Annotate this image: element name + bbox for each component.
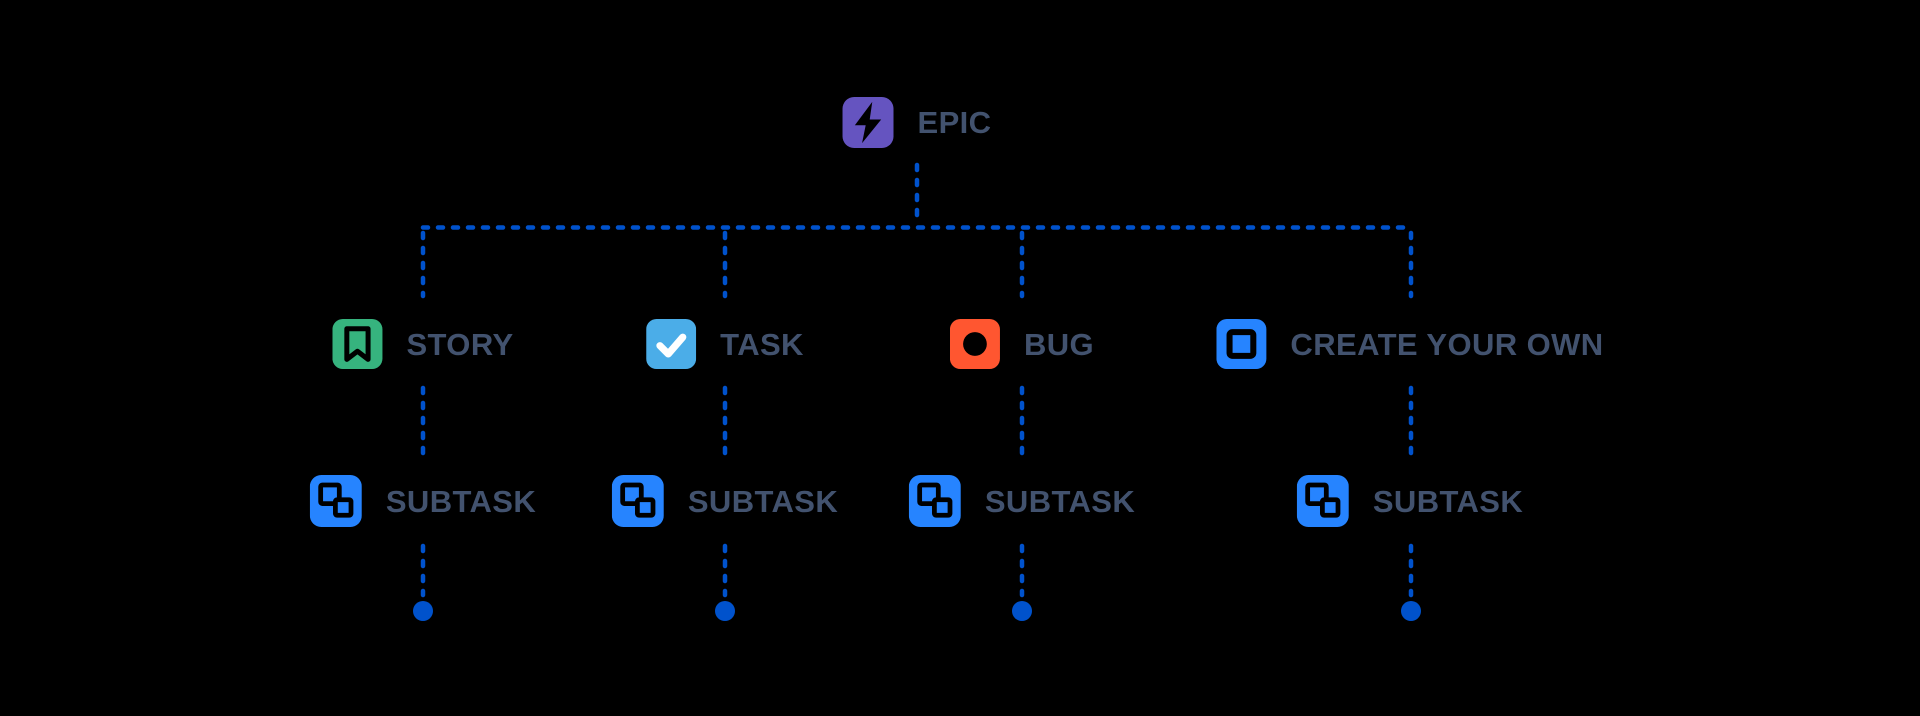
node-task: TASK	[646, 319, 804, 369]
subtask-icon	[1296, 475, 1349, 527]
node-subtask-create-your-own: SUBTASK	[1296, 475, 1524, 527]
node-label: SUBTASK	[984, 483, 1136, 519]
dashed-connector-lines	[420, 162, 1414, 598]
node-story: STORY	[332, 319, 513, 369]
node-epic: EPIC	[842, 97, 992, 148]
subtask-icon	[309, 475, 362, 527]
node-subtask-bug: SUBTASK	[908, 475, 1136, 527]
task-check-icon	[646, 319, 697, 369]
epic-bolt-icon	[842, 97, 894, 148]
node-create-your-own: CREATE YOUR OWN	[1216, 319, 1603, 369]
bug-dot-icon	[949, 319, 1000, 369]
create-your-own-square-icon	[1216, 319, 1267, 369]
node-label: SUBTASK	[385, 483, 537, 519]
node-label: BUG	[1023, 326, 1095, 362]
story-bookmark-icon	[332, 319, 383, 369]
node-subtask-story: SUBTASK	[309, 475, 537, 527]
node-label: TASK	[720, 326, 804, 362]
node-label: SUBTASK	[687, 483, 839, 519]
node-label: CREATE YOUR OWN	[1290, 326, 1604, 362]
node-label: STORY	[406, 326, 514, 362]
subtask-icon	[611, 475, 664, 527]
branch-end-dots	[413, 601, 1421, 621]
node-label: SUBTASK	[1372, 483, 1524, 519]
subtask-icon	[908, 475, 961, 527]
node-subtask-task: SUBTASK	[611, 475, 839, 527]
node-label: EPIC	[917, 105, 992, 140]
node-bug: BUG	[949, 319, 1095, 369]
